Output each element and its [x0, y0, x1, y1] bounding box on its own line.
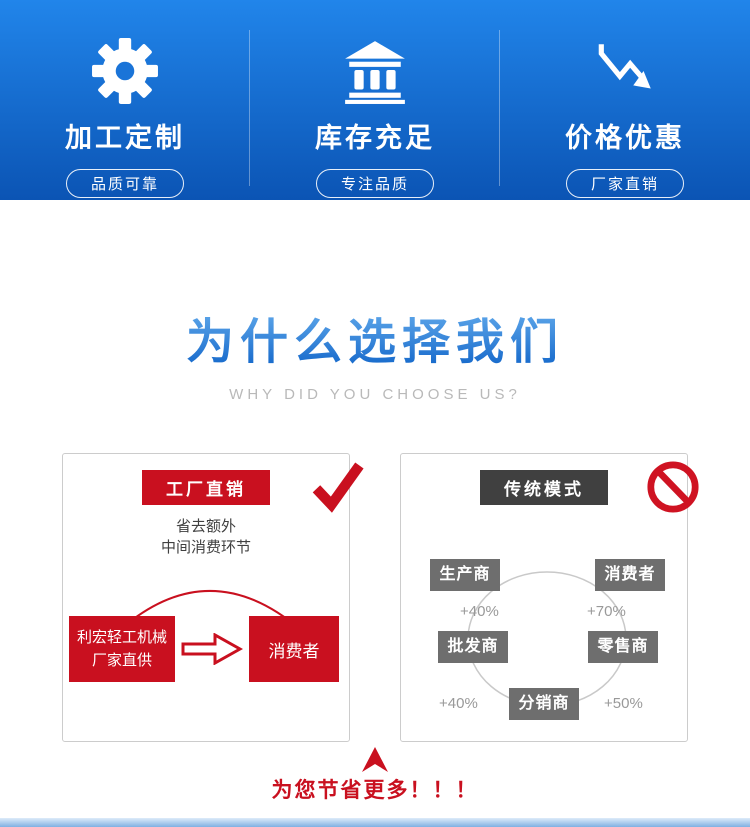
factory-direct-card: 工厂直销 省去额外 中间消费环节 利宏轻工机械 厂家直供 — [62, 453, 364, 742]
factory-note-line2: 中间消费环节 — [160, 539, 251, 556]
factory-note-line1: 省去额外 — [175, 518, 236, 535]
traditional-card-header: 传统模式 — [480, 470, 608, 505]
consumer-node: 消费者 — [249, 616, 339, 682]
section-subtitle: WHY DID YOU CHOOSE US? — [229, 386, 521, 403]
supplier-node: 利宏轻工机械 厂家直供 — [69, 616, 175, 682]
distributor-node: 分销商 — [509, 688, 579, 720]
wholesaler-node: 批发商 — [438, 631, 508, 663]
supplier-line1: 利宏轻工机械 — [76, 629, 167, 646]
feature-stock: 库存充足 专注品质 — [250, 0, 500, 200]
feature-badge: 品质可靠 — [65, 169, 184, 198]
supplier-line2: 厂家直供 — [91, 652, 152, 669]
feature-badge: 专注品质 — [315, 169, 434, 198]
feature-price: 价格优惠 厂家直销 — [500, 0, 750, 200]
factory-card-header: 工厂直销 — [142, 470, 270, 505]
check-icon — [309, 458, 365, 519]
save-more-footer: 为您节省更多！！！ — [0, 747, 750, 804]
up-arrow-icon — [362, 747, 388, 772]
feature-title: 加工定制 — [65, 123, 185, 153]
feature-badge: 厂家直销 — [565, 169, 684, 198]
consumer-node: 消费者 — [595, 559, 665, 591]
price-drop-icon — [591, 34, 659, 108]
markup-producer-wholesaler: +40% — [460, 603, 499, 620]
why-section: 为什么选择我们 WHY DID YOU CHOOSE US? — [0, 302, 750, 403]
consumer-label: 消费者 — [268, 641, 320, 661]
slogan: 为您节省更多！！！ — [271, 779, 479, 802]
feature-title: 库存充足 — [315, 123, 435, 153]
right-arrow-icon — [181, 632, 244, 670]
no-entry-icon — [646, 460, 700, 519]
markup-wholesaler-distributor: +40% — [439, 695, 478, 712]
next-section-edge — [0, 818, 750, 827]
factory-note: 省去额外 中间消费环节 — [63, 516, 349, 558]
traditional-model-card: 传统模式 生产商 消费者 批发商 零售商 分销商 +40% +70% +40% … — [400, 453, 699, 742]
retailer-node: 零售商 — [588, 631, 658, 663]
bank-icon — [341, 34, 409, 108]
section-title: 为什么选择我们 — [186, 302, 564, 372]
feature-custom: 加工定制 品质可靠 — [0, 0, 250, 200]
gear-icon — [91, 34, 159, 108]
feature-title: 价格优惠 — [565, 123, 685, 153]
markup-consumer-retailer: +70% — [587, 603, 626, 620]
feature-banner: 加工定制 品质可靠 库存充足 专注品质 — [0, 0, 750, 200]
markup-retailer-distributor: +50% — [604, 695, 643, 712]
producer-node: 生产商 — [430, 559, 500, 591]
comparison-cards: 工厂直销 省去额外 中间消费环节 利宏轻工机械 厂家直供 — [0, 453, 750, 742]
